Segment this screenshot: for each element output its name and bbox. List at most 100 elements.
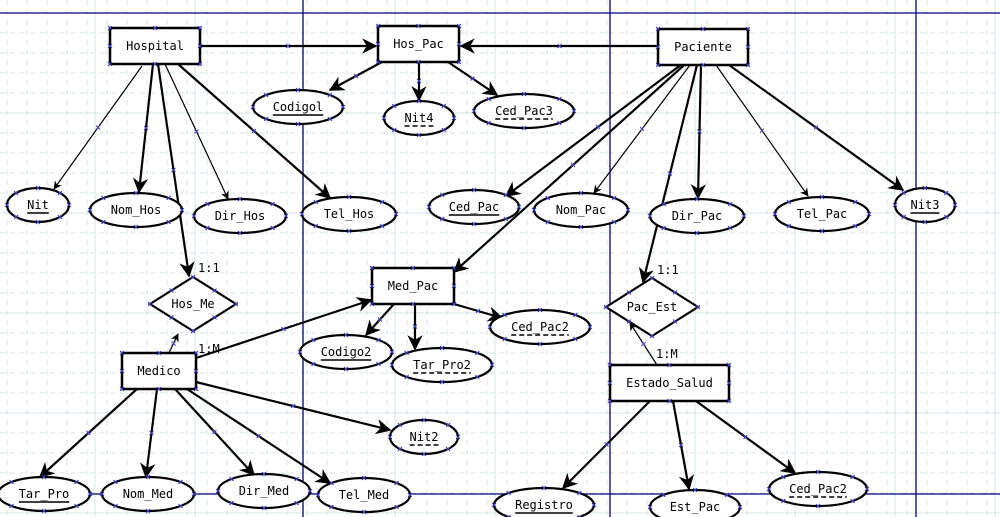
selection-handle[interactable] xyxy=(361,475,367,481)
selection-handle[interactable] xyxy=(66,202,72,208)
selection-handle[interactable] xyxy=(471,108,477,114)
selection-handle[interactable] xyxy=(346,194,352,200)
selection-handle[interactable] xyxy=(101,195,106,201)
selection-handle[interactable] xyxy=(397,446,403,452)
selection-handle[interactable] xyxy=(491,502,497,508)
selection-handle[interactable] xyxy=(379,223,385,229)
selection-handle[interactable] xyxy=(404,350,410,356)
selection-handle[interactable] xyxy=(369,301,375,307)
selection-handle[interactable] xyxy=(99,491,105,497)
selection-handle[interactable] xyxy=(578,224,584,230)
selection-handle[interactable] xyxy=(57,214,63,220)
selection-handle[interactable] xyxy=(190,328,196,334)
selection-handle[interactable] xyxy=(470,76,475,81)
selection-handle[interactable] xyxy=(502,336,508,342)
attribute-ced-pac3[interactable]: Ced_Pac3 xyxy=(471,91,577,131)
selection-handle[interactable] xyxy=(901,190,907,196)
selection-handle[interactable] xyxy=(169,315,174,320)
selection-handle[interactable] xyxy=(741,213,747,219)
selection-handle[interactable] xyxy=(295,121,301,127)
relationship-hos-me[interactable]: Hos_Me xyxy=(147,274,239,334)
selection-handle[interactable] xyxy=(486,96,492,102)
selection-handle[interactable] xyxy=(107,43,113,49)
selection-handle[interactable] xyxy=(516,204,522,210)
selection-handle[interactable] xyxy=(866,211,872,217)
selection-handle[interactable] xyxy=(290,403,296,409)
selection-handle[interactable] xyxy=(607,380,613,386)
selection-handle[interactable] xyxy=(745,62,751,68)
selection-handle[interactable] xyxy=(486,120,492,126)
selection-handle[interactable] xyxy=(451,301,457,307)
selection-handle[interactable] xyxy=(156,350,162,356)
selection-handle[interactable] xyxy=(107,61,113,67)
selection-handle[interactable] xyxy=(772,211,778,217)
selection-handle[interactable] xyxy=(697,129,702,134)
attribute-nit3[interactable]: Nit3 xyxy=(892,185,958,225)
selection-handle[interactable] xyxy=(13,190,19,196)
selection-handle[interactable] xyxy=(474,374,480,380)
selection-handle[interactable] xyxy=(190,274,196,280)
selection-handle[interactable] xyxy=(455,434,461,440)
selection-handle[interactable] xyxy=(250,104,256,110)
entity-estado-salud[interactable]: Estado_Salud xyxy=(607,362,732,404)
selection-handle[interactable] xyxy=(487,324,493,330)
selection-handle[interactable] xyxy=(819,194,825,200)
selection-handle[interactable] xyxy=(295,87,301,93)
attribute-tel-med[interactable]: Tel_Med xyxy=(315,475,413,515)
selection-handle[interactable] xyxy=(603,304,609,310)
selection-handle[interactable] xyxy=(421,417,427,423)
selection-handle[interactable] xyxy=(9,503,14,509)
selection-handle[interactable] xyxy=(133,190,139,196)
attribute-nom-pac[interactable]: Nom_Pac xyxy=(531,190,631,230)
selection-handle[interactable] xyxy=(369,265,375,271)
entity-paciente[interactable]: Paciente xyxy=(655,26,751,68)
selection-handle[interactable] xyxy=(661,225,667,231)
attribute-nit2[interactable]: Nit2 xyxy=(387,417,461,457)
selection-handle[interactable] xyxy=(626,319,632,324)
selection-handle[interactable] xyxy=(251,128,257,134)
selection-handle[interactable] xyxy=(852,199,858,205)
selection-handle[interactable] xyxy=(445,422,451,428)
selection-handle[interactable] xyxy=(212,429,217,435)
selection-handle[interactable] xyxy=(655,62,661,68)
selection-handle[interactable] xyxy=(261,471,267,477)
selection-handle[interactable] xyxy=(119,350,125,356)
selection-handle[interactable] xyxy=(229,476,234,482)
attribute-est-pac[interactable]: Est_Pac xyxy=(647,487,743,517)
selection-handle[interactable] xyxy=(194,129,199,134)
selection-handle[interactable] xyxy=(381,115,387,121)
selection-handle[interactable] xyxy=(506,514,512,517)
selection-handle[interactable] xyxy=(327,92,333,98)
selection-handle[interactable] xyxy=(537,341,543,347)
selection-handle[interactable] xyxy=(74,479,79,485)
selection-handle[interactable] xyxy=(922,219,928,225)
selection-handle[interactable] xyxy=(375,59,381,65)
selection-handle[interactable] xyxy=(607,362,613,368)
selection-handle[interactable] xyxy=(786,223,792,229)
selection-handle[interactable] xyxy=(426,204,432,210)
selection-handle[interactable] xyxy=(474,350,480,356)
selection-handle[interactable] xyxy=(952,202,958,208)
selection-handle[interactable] xyxy=(307,488,313,494)
selection-handle[interactable] xyxy=(625,207,631,213)
selection-handle[interactable] xyxy=(191,213,197,219)
selection-handle[interactable] xyxy=(178,503,183,509)
selection-handle[interactable] xyxy=(819,228,825,234)
selection-handle[interactable] xyxy=(313,223,319,229)
selection-handle[interactable] xyxy=(591,502,597,508)
selection-handle[interactable] xyxy=(545,219,551,225)
selection-handle[interactable] xyxy=(149,430,154,436)
selection-handle[interactable] xyxy=(815,503,821,509)
selection-handle[interactable] xyxy=(541,485,547,491)
selection-handle[interactable] xyxy=(471,221,477,227)
selection-handle[interactable] xyxy=(531,207,537,213)
selection-handle[interactable] xyxy=(41,474,47,480)
selection-handle[interactable] xyxy=(404,374,410,380)
selection-handle[interactable] xyxy=(197,61,203,67)
selection-handle[interactable] xyxy=(506,490,512,496)
selection-handle[interactable] xyxy=(864,486,870,492)
selection-handle[interactable] xyxy=(724,492,730,498)
attribute-dir-hos[interactable]: Dir_Hos xyxy=(191,196,289,236)
selection-handle[interactable] xyxy=(263,116,269,122)
selection-handle[interactable] xyxy=(256,433,261,439)
